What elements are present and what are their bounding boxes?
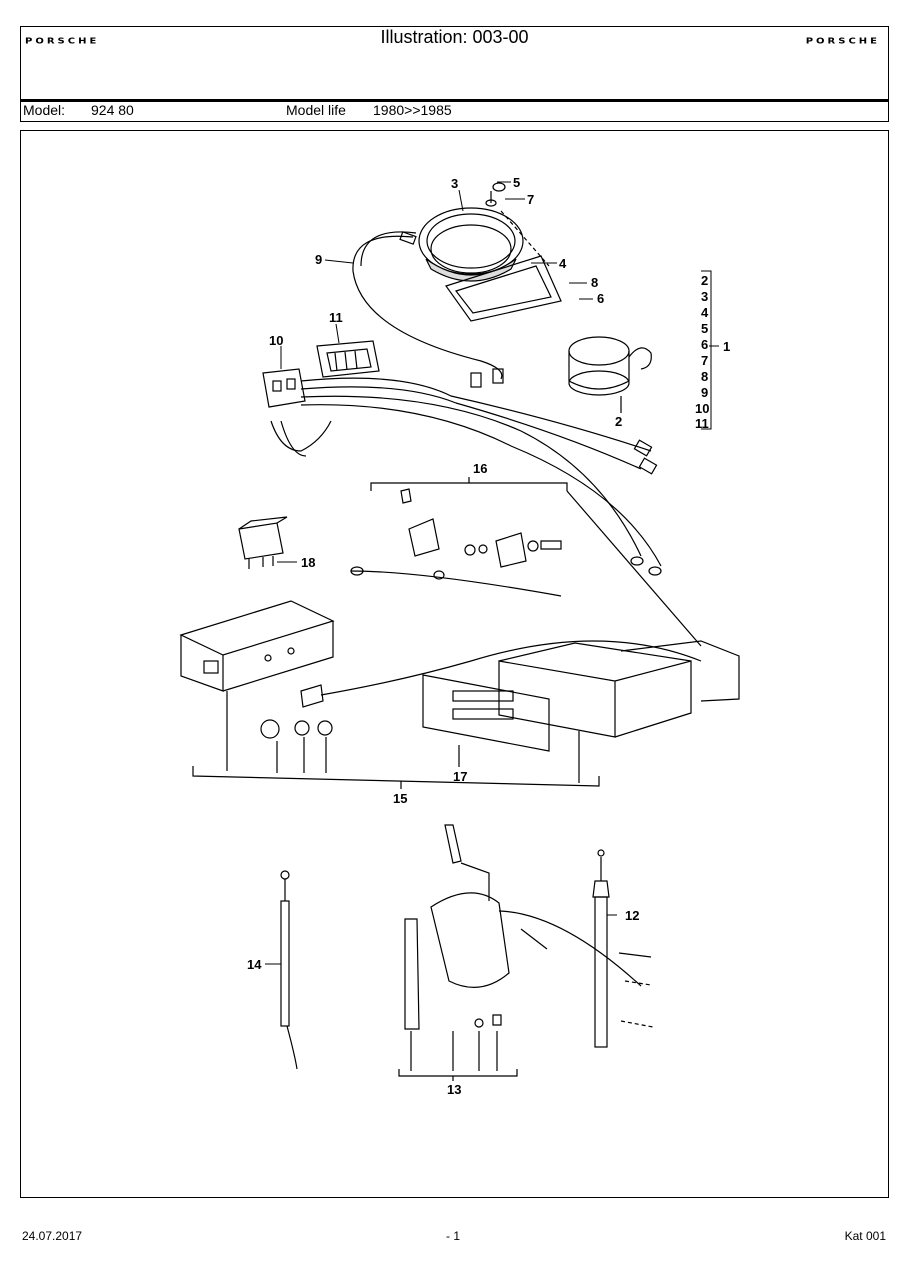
diagram-box: 3 5 7 4 8 6 9 11 10 2 16 18 17 15 12 14 … — [20, 130, 889, 1198]
group-list-9: 9 — [701, 385, 708, 400]
callout-14: 14 — [247, 957, 262, 972]
model-row: Model: 924 80 Model life 1980>>1985 — [21, 102, 888, 121]
group-list-6: 6 — [701, 337, 708, 352]
group-list-4: 4 — [701, 305, 709, 320]
callout-13: 13 — [447, 1082, 461, 1097]
porsche-logo-right: PORSCHE — [805, 37, 880, 46]
porsche-logo-left: PORSCHE — [25, 37, 100, 46]
callout-7: 7 — [527, 192, 534, 207]
cable-14 — [280, 870, 298, 1070]
model-life-value: 1980>>1985 — [373, 102, 452, 118]
callout-10: 10 — [269, 333, 283, 348]
callout-numbers: 3 5 7 4 8 6 9 11 10 2 16 18 17 15 12 14 … — [247, 175, 730, 1097]
group-list-3: 3 — [701, 289, 708, 304]
group-list-10: 10 — [695, 401, 709, 416]
header-divider — [21, 99, 888, 102]
callout-18: 18 — [301, 555, 315, 570]
callout-16: 16 — [473, 461, 487, 476]
callout-8: 8 — [591, 275, 598, 290]
switch-and-panel — [262, 340, 380, 408]
callout-3: 3 — [451, 176, 458, 191]
mounting-kit — [350, 477, 702, 647]
group-list-11: 11 — [695, 416, 709, 431]
callout-leaders — [265, 181, 719, 965]
callout-15: 15 — [393, 791, 407, 806]
callout-11: 11 — [329, 310, 343, 325]
tweeter — [568, 336, 652, 413]
illustration-title: Illustration: 003-00 — [380, 27, 529, 47]
model-label: Model: — [23, 102, 66, 118]
wiring-harness — [270, 231, 662, 576]
callout-2: 2 — [615, 414, 622, 429]
footer-date: 24.07.2017 — [22, 1229, 83, 1243]
callout-17: 17 — [453, 769, 467, 784]
model-life-label: Model life — [286, 102, 346, 118]
callout-5: 5 — [513, 175, 520, 190]
speaker-assembly — [418, 182, 562, 322]
parts-illustration: 3 5 7 4 8 6 9 11 10 2 16 18 17 15 12 14 … — [179, 175, 740, 1097]
callout-1: 1 — [723, 339, 730, 354]
motor-antenna-13 — [398, 824, 642, 1081]
relay — [238, 516, 288, 569]
group-list-5: 5 — [701, 321, 708, 336]
footer-catalog: Kat 001 — [844, 1229, 886, 1243]
callout-12: 12 — [625, 908, 639, 923]
antenna-12 — [592, 849, 654, 1048]
radio-assembly — [179, 600, 740, 789]
group-list-2: 2 — [701, 273, 708, 288]
callout-9: 9 — [315, 252, 322, 267]
callout-4: 4 — [559, 256, 567, 271]
group-list-8: 8 — [701, 369, 708, 384]
footer-page: - 1 — [446, 1229, 461, 1243]
callout-6: 6 — [597, 291, 604, 306]
group-list-7: 7 — [701, 353, 708, 368]
model-value: 924 80 — [91, 102, 134, 118]
header-box: PORSCHE Illustration: 003-00 PORSCHE Mod… — [20, 26, 889, 122]
